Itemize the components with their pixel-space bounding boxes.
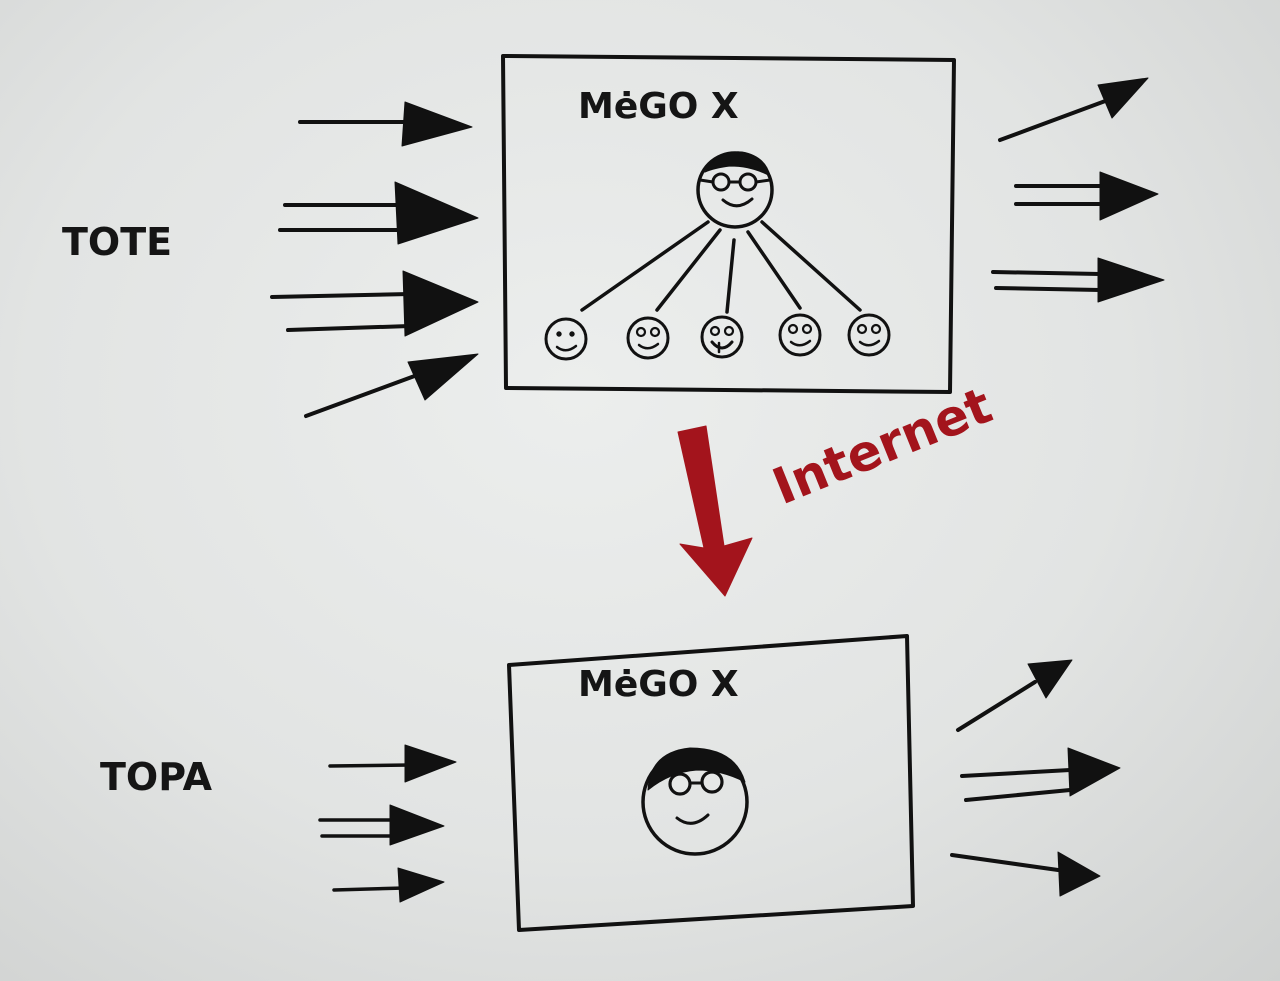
- input-arrow-icon: [304, 353, 479, 418]
- input-arrow-icon: [332, 867, 445, 903]
- top-output-arrows: [991, 77, 1165, 303]
- output-arrow-icon: [991, 257, 1165, 303]
- output-arrow-icon: [950, 851, 1101, 897]
- input-arrow-icon: [278, 181, 479, 245]
- down-arrow-icon: [677, 425, 753, 597]
- top-box: [501, 54, 956, 394]
- input-arrow-icon: [328, 744, 457, 783]
- internet-connector: Internet: [677, 376, 1000, 597]
- output-arrow-icon: [960, 747, 1121, 802]
- leader-face-icon: [696, 151, 774, 229]
- team-member-face-icon: [544, 317, 588, 361]
- top-section: TOTE MėGO X: [62, 54, 1165, 418]
- team-member-face-icon: [626, 316, 670, 360]
- bottom-output-arrows: [950, 659, 1121, 897]
- bottom-section: TOPA MėGO X: [100, 634, 1121, 932]
- bottom-box: [507, 634, 915, 932]
- top-side-label: TOTE: [62, 220, 172, 264]
- input-arrow-icon: [318, 804, 445, 846]
- output-arrow-icon: [1014, 171, 1159, 221]
- input-arrow-icon: [270, 270, 479, 337]
- output-arrow-icon: [998, 77, 1149, 142]
- team-member-face-icon: [778, 313, 822, 357]
- hierarchy-lines: [580, 220, 862, 314]
- internet-label: Internet: [765, 376, 1000, 516]
- solo-face-icon: [641, 747, 749, 856]
- bottom-input-arrows: [318, 744, 457, 903]
- top-box-title: MėGO X: [578, 86, 739, 127]
- top-input-arrows: [270, 101, 479, 418]
- output-arrow-icon: [956, 659, 1073, 732]
- bottom-side-label: TOPA: [100, 755, 213, 799]
- team-member-face-icon: [700, 315, 744, 359]
- input-arrow-icon: [298, 101, 473, 147]
- bottom-box-title: MėGO X: [578, 664, 739, 705]
- team-member-face-icon: [847, 313, 891, 357]
